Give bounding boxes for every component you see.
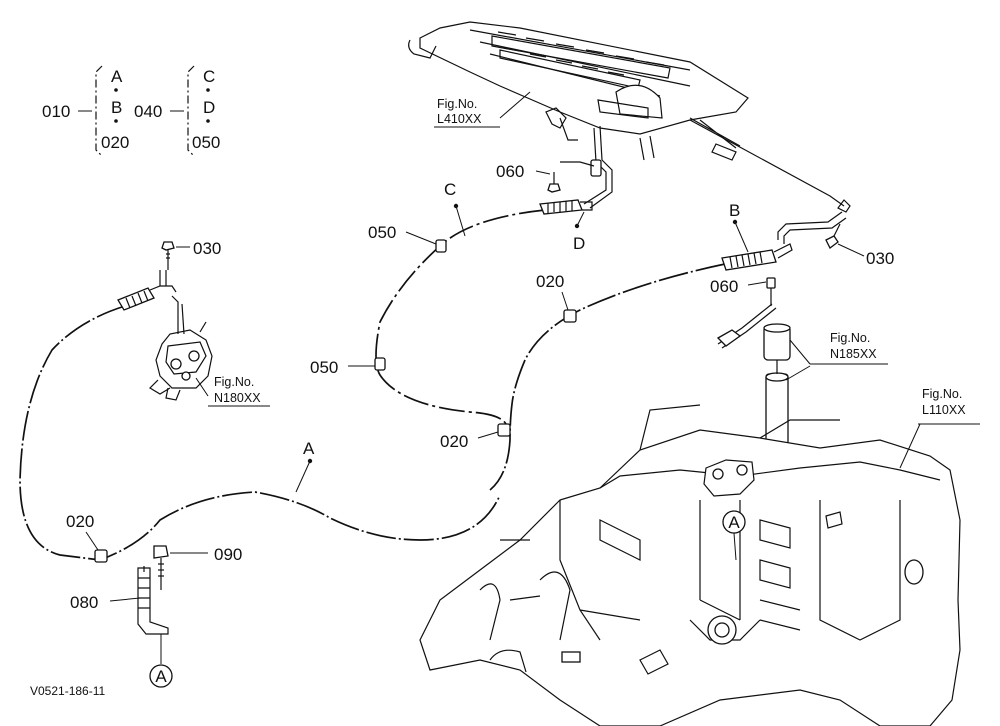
cable-c (375, 209, 546, 425)
cable-label-c: C (444, 180, 456, 199)
clip-050-top (435, 239, 447, 253)
cable-label-b: B (729, 201, 740, 220)
callout-060-top: 060 (496, 162, 524, 181)
callout-080: 080 (70, 593, 98, 612)
actuator-cylinder (763, 323, 791, 459)
ref-l410-line1: Fig.No. (437, 97, 477, 111)
ref-l110: Fig.No. L110XX (918, 387, 980, 425)
ref-n185: Fig.No. N185XX (810, 331, 888, 365)
callout-050-left: 050 (310, 358, 338, 377)
legend-label-d: D (203, 98, 215, 117)
legend-group: 010 A B 020 040 C D 050 (42, 65, 220, 157)
cable-a (19, 305, 501, 561)
ref-n185-line1: Fig.No. (830, 331, 870, 345)
ref-l410: Fig.No. L410XX (434, 97, 500, 128)
cable-b (489, 263, 726, 491)
ref-n185-line2: N185XX (830, 347, 877, 361)
bolt-030-right (825, 223, 841, 249)
clip-020-left (94, 549, 108, 563)
legend-code-020: 020 (101, 133, 129, 152)
callout-020-low: 020 (440, 432, 468, 451)
legend-label-c: C (203, 67, 215, 86)
marker-a-frame-label: A (728, 513, 740, 532)
legend-code-040: 040 (134, 102, 162, 121)
legend-code-010: 010 (42, 102, 70, 121)
clip-020-mid (563, 309, 577, 323)
bracket-080 (137, 566, 169, 635)
callout-050-top: 050 (368, 223, 396, 242)
clip-020-low (497, 423, 511, 437)
ref-n180-line1: Fig.No. (214, 375, 254, 389)
ref-l110-line2: L110XX (922, 403, 966, 417)
ref-l410-line2: L410XX (437, 112, 482, 126)
cable-a-end-fitting (117, 270, 177, 311)
control-valve (149, 295, 213, 401)
main-frame (419, 404, 961, 726)
bolt-030-left (161, 241, 175, 270)
top-pedal-assembly (408, 21, 749, 161)
bolt-060-top (547, 161, 595, 193)
callout-030-right: 030 (866, 249, 894, 268)
callout-020-left: 020 (66, 512, 94, 531)
cable-b-end-fitting (721, 243, 793, 271)
callout-030-left: 030 (193, 239, 221, 258)
marker-a-bracket (149, 664, 173, 688)
callout-090: 090 (214, 545, 242, 564)
legend-bracket-left (95, 65, 103, 157)
drawing-code: V0521-186-11 (30, 684, 105, 698)
callout-020-mid: 020 (536, 272, 564, 291)
ref-n180-line2: N180XX (214, 391, 261, 405)
legend-bracket-right (187, 65, 195, 157)
marker-a-bracket-label: A (155, 667, 167, 686)
cable-c-end-fitting (539, 199, 593, 215)
legend-label-b: B (111, 98, 122, 117)
callout-060-mid: 060 (710, 277, 738, 296)
bolt-090 (153, 545, 169, 590)
ref-n180: Fig.No. N180XX (208, 375, 270, 407)
cable-label-d: D (573, 234, 585, 253)
clip-050-left (374, 357, 386, 371)
ref-l110-line1: Fig.No. (922, 387, 962, 401)
legend-code-050: 050 (192, 133, 220, 152)
cable-label-a: A (303, 439, 315, 458)
legend-label-a: A (111, 67, 123, 86)
